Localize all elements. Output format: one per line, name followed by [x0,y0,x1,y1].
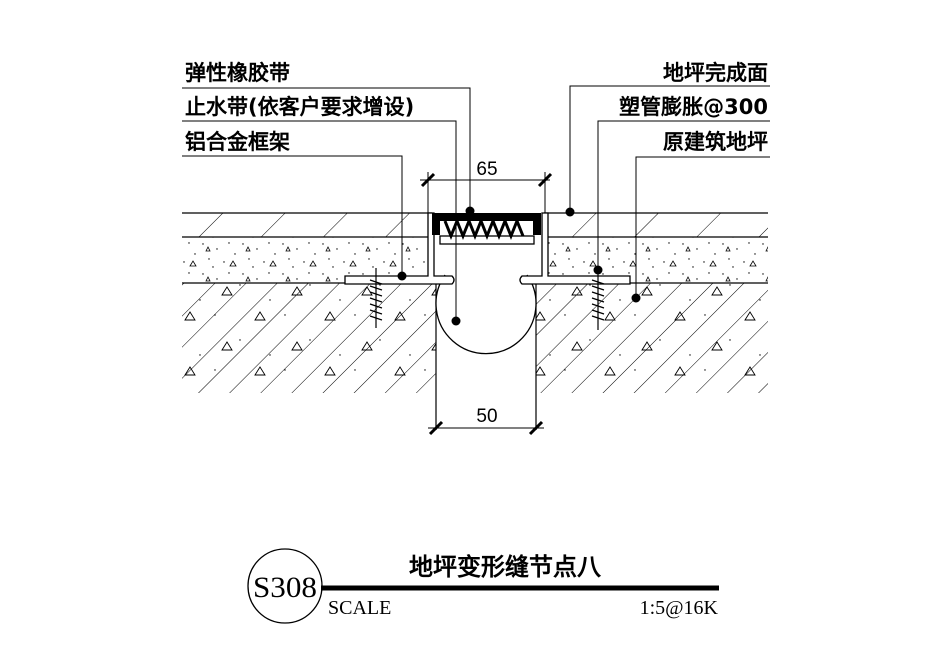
expansion-anchor-left [369,268,383,328]
scale-label: SCALE [328,597,391,619]
label-plastic-anchor: 塑管膨胀@300 [619,95,768,119]
label-original-floor: 原建筑地坪 [663,130,768,154]
rubber-strip [432,213,541,241]
dimension-bottom-value: 50 [476,406,497,427]
structural-slab [182,283,768,393]
label-waterstop: 止水带(依客户要求增设) [185,95,414,119]
dimension-bottom [428,420,544,436]
label-finished-floor: 地坪完成面 [663,61,768,85]
leader-dots [397,206,641,326]
dimension-top-value: 65 [476,159,497,180]
drawing-title: 地坪变形缝节点八 [409,552,602,581]
screed-layer [182,213,768,237]
leader-lines [182,85,770,321]
label-rubber-strip: 弹性橡胶带 [185,61,290,85]
detail-code: S308 [253,571,317,604]
dimension-top [420,172,553,213]
concrete-fill-layer [182,237,768,283]
waterstop-bulb [435,274,537,355]
label-aluminium-frame: 铝合金框架 [185,130,290,154]
expansion-anchor-right [591,268,605,330]
scale-value: 1:5@16K [640,597,719,619]
